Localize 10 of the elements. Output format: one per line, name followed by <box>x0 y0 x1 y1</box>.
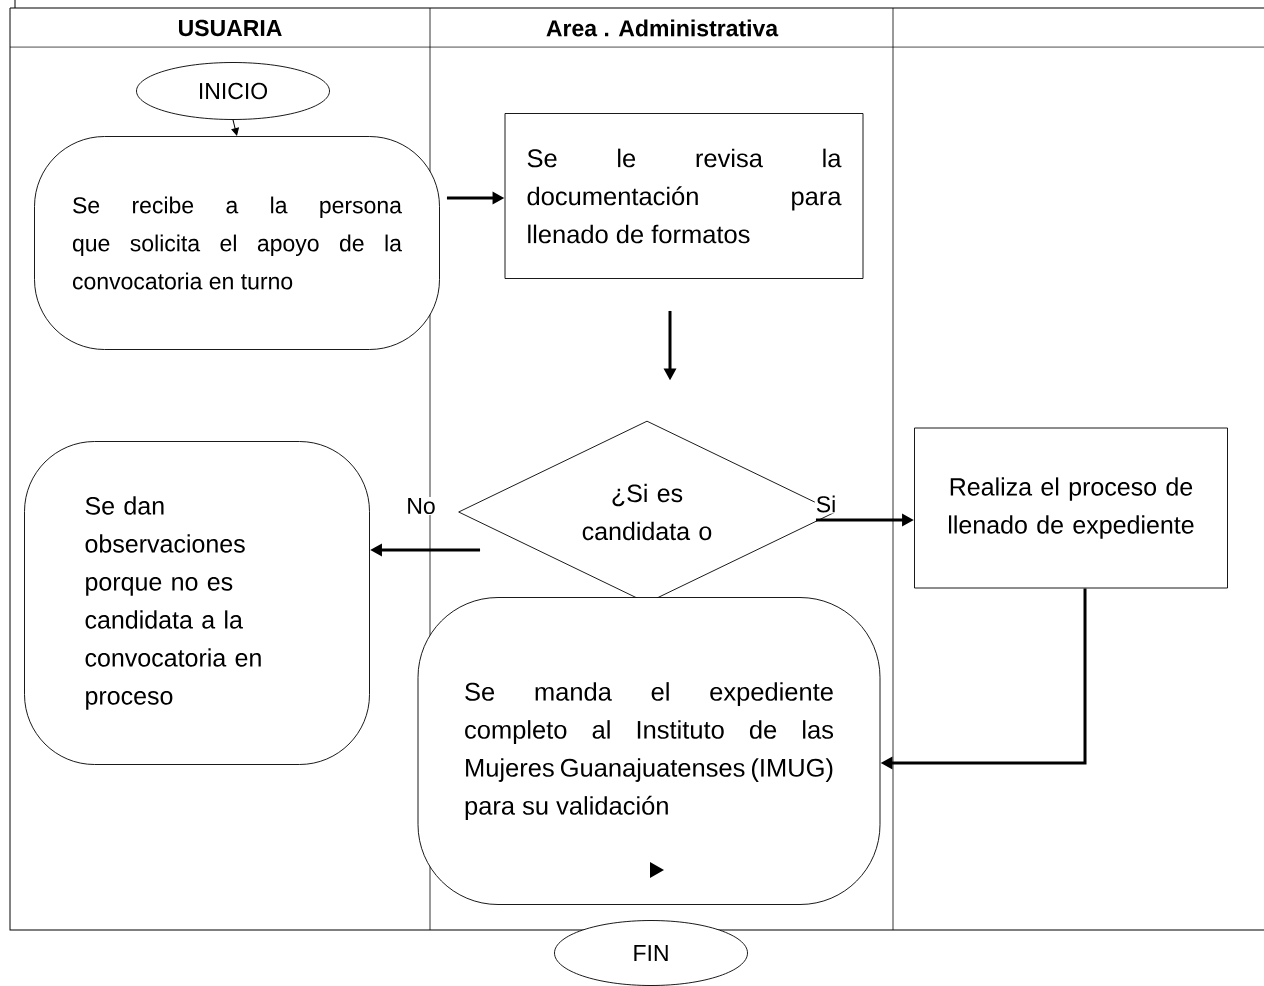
process-box: Se dan observaciones porque no es candidata a la convocatoria en proceso <box>24 441 370 765</box>
edge-label: Si <box>814 494 838 514</box>
process-box: Se le revisa la documentación para llenado de formatos <box>504 113 864 279</box>
edge-label: No <box>405 497 437 516</box>
lane-header: Area . Administrativa <box>546 19 779 37</box>
process-box: Se recibe a la persona que solicita el apoyo de la convocatoria en turno <box>34 136 440 350</box>
arrow <box>231 119 239 136</box>
process-box: Realiza el proceso de llenado de expediente <box>914 427 1228 589</box>
node-label: FIN <box>634 945 668 961</box>
lane-header: USUARIA <box>179 19 282 37</box>
